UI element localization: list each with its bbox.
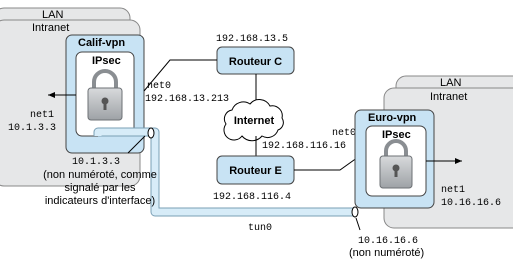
right-endpoint-leader (355, 217, 361, 231)
right-net0-name: net0 (332, 128, 356, 139)
left-ipsec-label: IPsec (92, 55, 121, 67)
right-tunnel-endpoint-addr: 10.16.16.6 (358, 236, 418, 247)
left-net0-addr: 192.168.13.213 (145, 94, 229, 105)
right-net1-addr: 10.16.16.6 (441, 198, 501, 209)
router-c-label: Routeur C (229, 56, 282, 68)
left-endpoint-leader (127, 135, 146, 154)
internet-label: Internet (234, 115, 275, 127)
left-tunnel-endpoint-addr: 10.1.3.3 (72, 157, 120, 168)
right-endpoint-note: (non numéroté) (349, 247, 424, 259)
left-gateway: Calif-vpn IPsec (65, 34, 145, 154)
left-tunnel-endpoint (147, 127, 155, 139)
right-lock-icon (379, 139, 413, 189)
router-c: Routeur C 192.168.13.5 (216, 34, 295, 75)
left-net0-name: net0 (147, 81, 171, 92)
router-e-label: Routeur E (229, 165, 282, 177)
left-net1-addr: 10.1.3.3 (8, 123, 56, 134)
tunnel-label: tun0 (248, 223, 272, 234)
left-lock-icon (87, 69, 123, 121)
router-c-addr: 192.168.13.5 (216, 34, 288, 45)
left-net1-name: net1 (30, 110, 54, 121)
router-e-addr: 192.168.116.4 (213, 192, 291, 203)
left-endpoint-note-line-3: indicateurs d'interface) (45, 195, 155, 207)
ip-tunnel (93, 127, 359, 218)
right-lan-label: LAN (440, 77, 461, 89)
right-gateway: Euro-vpn IPsec (354, 109, 435, 209)
left-lan-label: LAN (42, 9, 63, 21)
euro-vpn-label: Euro-vpn (368, 112, 417, 124)
internet-cloud-icon: Internet (223, 99, 284, 142)
right-net0-addr: 192.168.116.16 (262, 141, 346, 152)
right-intranet-label: Intranet (430, 91, 467, 103)
right-tunnel-endpoint (351, 206, 359, 218)
right-net1-name: net1 (441, 185, 465, 196)
right-ipsec-label: IPsec (382, 129, 411, 141)
calif-vpn-label: Calif-vpn (78, 37, 125, 49)
left-intranet-label: Intranet (32, 22, 69, 34)
router-e: Routeur E 192.168.116.4 (213, 155, 295, 203)
link-calif-router-c (143, 59, 217, 92)
left-endpoint-note-line-1: (non numéroté, comme (43, 169, 157, 181)
left-endpoint-note-line-2: signalé par les (65, 182, 136, 194)
